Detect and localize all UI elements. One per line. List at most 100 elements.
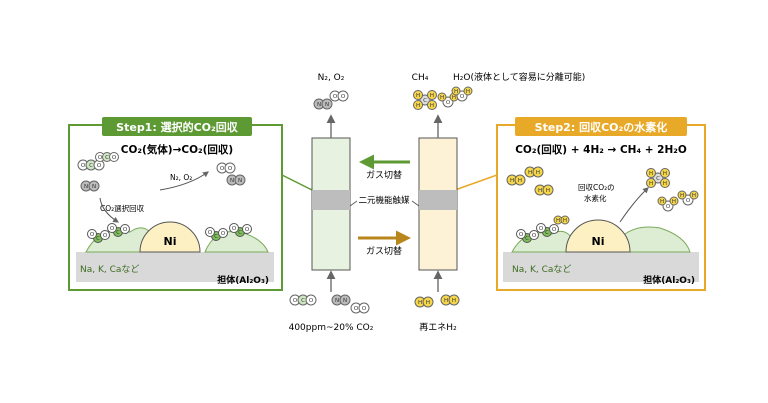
atom-label: H: [426, 300, 430, 306]
atom-label: H: [660, 199, 664, 205]
inlet-right-label: 再エネH₂: [419, 322, 457, 333]
atom-label: N: [343, 298, 347, 304]
atom-label: H: [454, 89, 458, 95]
atom-label: O: [341, 94, 346, 100]
gas-switch-label-bottom: ガス切替: [366, 245, 402, 257]
atom-label: C: [545, 230, 549, 236]
step2-title-bg: [515, 117, 687, 136]
outlet-left-label: N₂, O₂: [318, 73, 345, 83]
atom-label: O: [221, 231, 226, 237]
atom-label: N: [238, 178, 242, 184]
atom-label: O: [81, 163, 86, 169]
atom-label: O: [666, 204, 671, 210]
atom-label: N: [325, 102, 329, 108]
atom-label: C: [214, 234, 218, 240]
atom-label: H: [418, 300, 422, 306]
atom-label: H: [538, 188, 542, 194]
atom-label: H: [663, 171, 667, 177]
atom-label: H: [546, 188, 550, 194]
alkali-label: Na, K, Caなど: [80, 264, 139, 275]
atom-label: O: [232, 226, 237, 232]
step2-panel: Step2: 回収CO₂の水素化 CO₂(回収) + 4H₂ → CH₄ + 2…: [496, 117, 706, 291]
ni-label: Ni: [592, 235, 605, 248]
step1-title: Step1: 選択的CO₂回収: [116, 120, 239, 134]
hydro-label-2: 水素化: [584, 193, 607, 203]
capture-label: CO₂選択回収: [100, 203, 145, 213]
step2-title: Step2: 回収CO₂の水素化: [535, 120, 668, 134]
atom-label: N: [335, 298, 339, 304]
atom-label: O: [110, 226, 115, 232]
atom-label: H: [430, 93, 434, 99]
atom-label: O: [208, 230, 213, 236]
atom-label: C: [105, 155, 109, 161]
atom-label: H: [649, 181, 653, 187]
atom-label: O: [245, 227, 250, 233]
alkali-label: Na, K, Caなど: [512, 264, 571, 275]
n2o2-label: N₂, O₂: [170, 173, 192, 182]
atom-label: C: [656, 176, 660, 182]
inlet-left-label: 400ppm~20% CO₂: [289, 323, 374, 333]
atom-label: O: [333, 94, 338, 100]
atom-label: O: [539, 226, 544, 232]
support-label: 担体(Al₂O₃): [217, 274, 269, 286]
atom-label: C: [238, 230, 242, 236]
desorb-arrow: [159, 171, 209, 191]
step1-equation: CO₂(気体)→CO₂(回収): [121, 143, 233, 156]
ni-label: Ni: [164, 235, 177, 248]
atom-label: N: [84, 184, 88, 190]
atom-label: O: [90, 232, 95, 238]
catalyst-label: 二元機能触媒: [358, 195, 410, 206]
atom-label: N: [317, 102, 321, 108]
gas-switch-label-top: ガス切替: [366, 169, 402, 181]
atom-label: O: [98, 155, 103, 161]
atom-label: H: [672, 199, 676, 205]
atom-label: O: [519, 232, 524, 238]
atom-label: C: [301, 298, 305, 304]
atom-label: H: [692, 193, 696, 199]
hydro-arrow: [619, 187, 649, 223]
support-layer: [76, 252, 274, 282]
atom-label: O: [354, 306, 359, 312]
atom-label: O: [97, 163, 102, 169]
atom-label: C: [96, 236, 100, 242]
atom-label: H: [518, 178, 522, 184]
step1-title-bg: [102, 117, 252, 136]
atom-label: O: [460, 94, 465, 100]
atom-label: H: [416, 93, 420, 99]
ni-particle: [139, 221, 201, 253]
support-label: 担体(Al₂O₃): [643, 274, 695, 286]
atom-label: O: [362, 306, 367, 312]
atom-label: H: [452, 95, 456, 101]
atom-label: N: [92, 184, 96, 190]
atom-label: H: [528, 170, 532, 176]
hydro-label-1: 回収CO₂の: [578, 183, 615, 192]
atom-label: O: [112, 155, 117, 161]
atom-label: H: [536, 170, 540, 176]
